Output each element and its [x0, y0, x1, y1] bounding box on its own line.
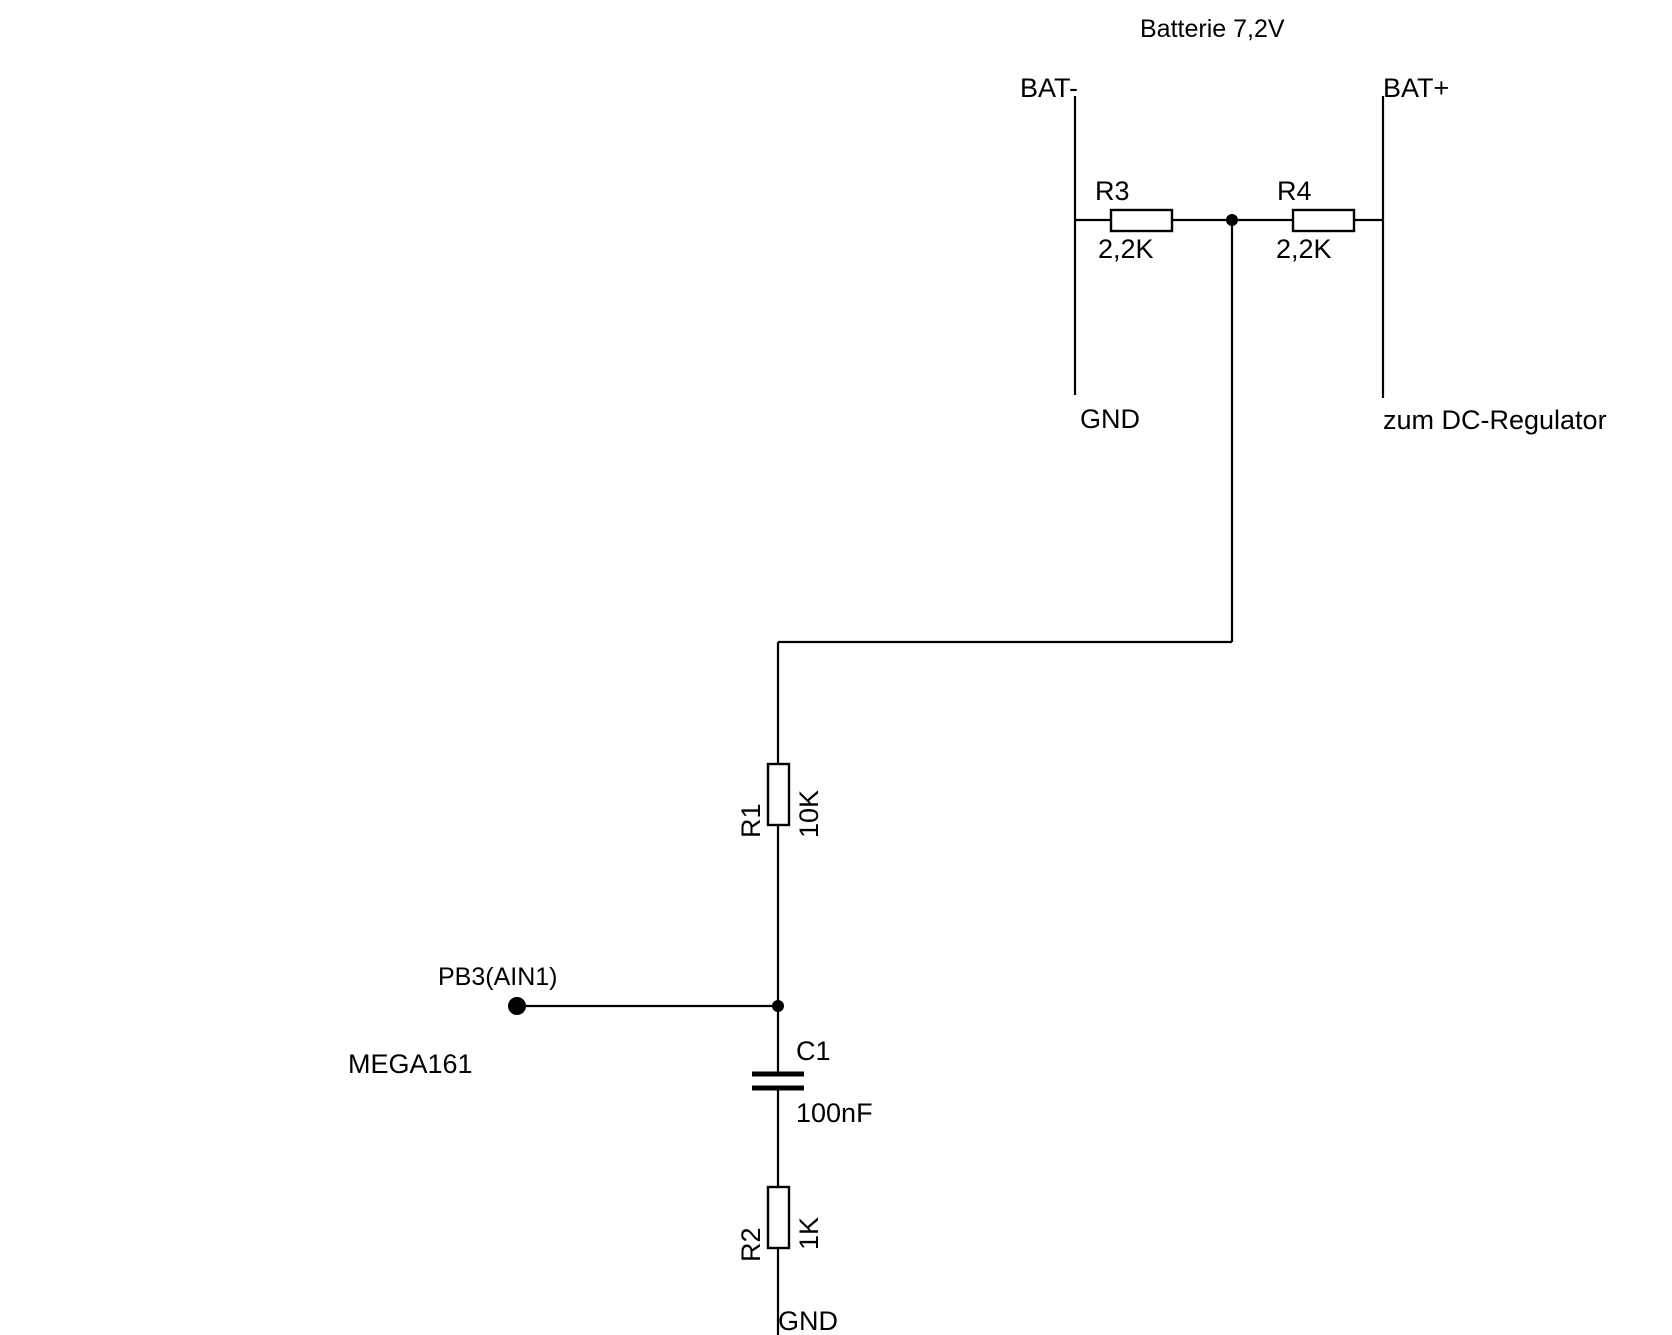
gnd-bottom-label: GND [778, 1306, 838, 1335]
c1-value: 100nF [796, 1098, 873, 1128]
r1-ref: R1 [736, 803, 766, 838]
pb3-pin-terminal [508, 997, 526, 1015]
r2-value: 1K [794, 1217, 824, 1250]
resistor-r2 [766, 1185, 791, 1250]
r4-value: 2,2K [1276, 234, 1332, 264]
pb3-label: PB3(AIN1) [438, 963, 557, 991]
r4-ref: R4 [1277, 176, 1312, 206]
resistor-r4 [1291, 208, 1356, 233]
resistor-r3 [1109, 208, 1174, 233]
regulator-label: zum DC-Regulator [1383, 405, 1607, 435]
r2-ref: R2 [736, 1227, 766, 1262]
gnd-top-label: GND [1080, 404, 1140, 434]
r1-value: 10K [794, 790, 824, 838]
bat-plus-label: BAT+ [1383, 73, 1449, 103]
resistor-r1 [766, 762, 791, 827]
r3-value: 2,2K [1098, 234, 1154, 264]
battery-title: Batterie 7,2V [1140, 15, 1285, 43]
r3-ref: R3 [1095, 176, 1130, 206]
bat-minus-label: BAT- [1020, 73, 1078, 103]
mcu-label: MEGA161 [348, 1049, 473, 1079]
c1-ref: C1 [796, 1036, 831, 1066]
